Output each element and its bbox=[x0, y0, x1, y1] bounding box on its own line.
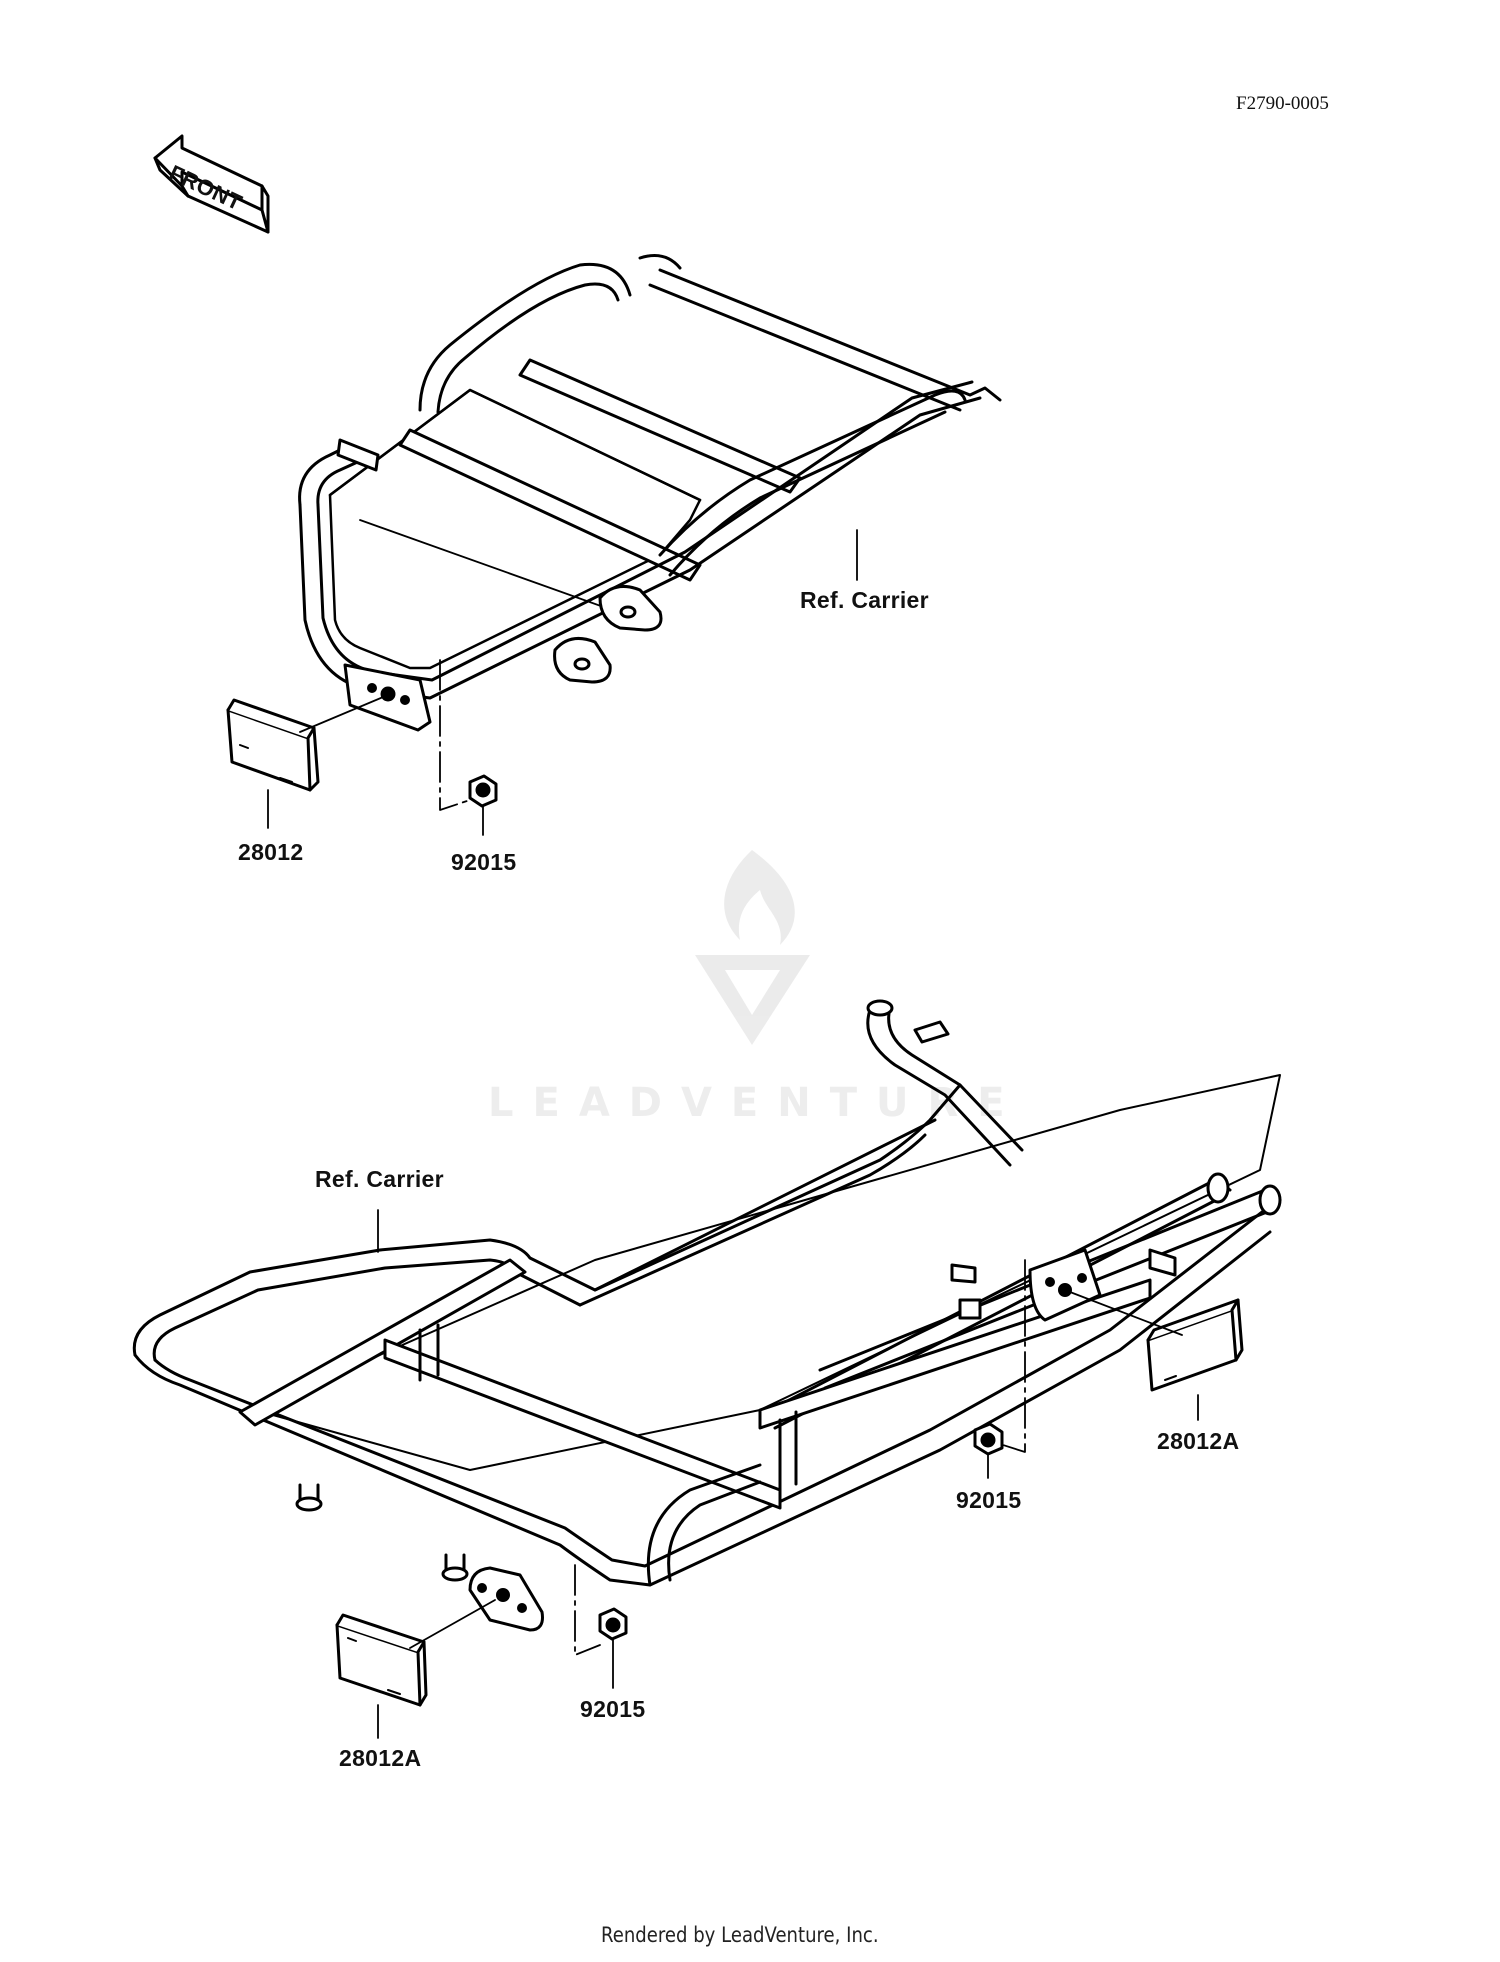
upper-reflector-leader bbox=[299, 694, 389, 733]
upper-nut-92015-drawing bbox=[468, 774, 498, 808]
upper-reflector-28012-drawing bbox=[226, 698, 320, 792]
lower-carrier-callout: Ref. Carrier bbox=[315, 1166, 444, 1192]
front-arrow-icon bbox=[153, 134, 270, 234]
footer-credit: Rendered by LeadVenture, Inc. bbox=[601, 1923, 879, 1947]
upper-carrier-callout: Ref. Carrier bbox=[800, 587, 929, 613]
lower-left-nut-92015-drawing bbox=[598, 1607, 628, 1641]
upper-reflector-callout: 28012 bbox=[238, 839, 304, 865]
figure-code: F2790-0005 bbox=[1236, 93, 1329, 114]
lower-carrier-drawing bbox=[132, 999, 1282, 1632]
lower-right-reflector-callout: 28012A bbox=[1157, 1428, 1240, 1454]
watermark-text: LEADVENTURE bbox=[488, 1080, 1024, 1126]
lower-right-reflector-28012a-drawing bbox=[1146, 1298, 1244, 1392]
upper-carrier-drawing bbox=[298, 254, 1002, 732]
upper-nut-callout: 92015 bbox=[451, 849, 517, 875]
lower-left-reflector-28012a-drawing bbox=[335, 1613, 428, 1707]
lower-right-nut-92015-drawing bbox=[973, 1422, 1004, 1456]
lower-right-nut-callout: 92015 bbox=[956, 1487, 1022, 1513]
lower-left-nut-callout: 92015 bbox=[580, 1696, 646, 1722]
lower-left-reflector-callout: 28012A bbox=[339, 1745, 422, 1771]
